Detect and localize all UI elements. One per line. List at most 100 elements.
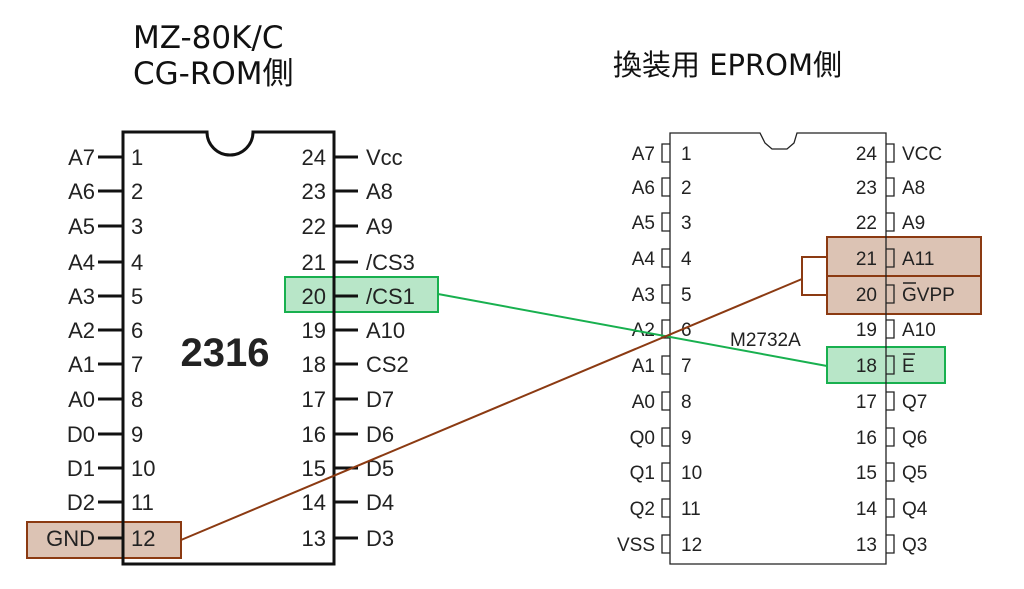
right-chip-pin-number: 24 [856, 144, 878, 165]
right-chip-pin-number: 20 [856, 285, 877, 306]
right-chip-pin-label: A1 [632, 356, 655, 377]
right-chip-pin-label: A2 [632, 320, 655, 341]
left-chip-pin-label: A10 [366, 318, 405, 343]
right-chip-pin-number: 4 [681, 249, 692, 270]
right-chip-pin-number: 19 [856, 320, 877, 341]
right-chip-pin-number: 15 [856, 463, 877, 484]
right-chip-pin [661, 391, 670, 411]
left-chip-pin-number: 3 [131, 214, 143, 239]
left-chip-pin-label: D4 [366, 490, 394, 515]
left-chip-pin-number: 7 [131, 352, 143, 377]
left-chip-pin-number: 11 [131, 490, 154, 515]
left-chip-pin-label: D2 [67, 490, 95, 515]
left-chip-pin-label: A3 [68, 284, 95, 309]
right-chip-pin-label: Q1 [630, 463, 655, 484]
left-chip-pin-number: 24 [302, 145, 326, 170]
left-chip-pin-number: 10 [131, 456, 155, 481]
right-chip-pin-number: 12 [681, 535, 702, 556]
right-chip-pin [886, 177, 895, 197]
a11-gvpp-tie [801, 256, 827, 296]
right-chip-pin [886, 284, 895, 304]
right-chip-pin-label: Q3 [902, 535, 927, 556]
left-chip-pin-number: 23 [302, 179, 326, 204]
right-chip-pin [661, 284, 670, 304]
left-chip-pin-label: GND [46, 526, 95, 551]
right-chip-pin [886, 212, 895, 232]
left-chip-pin-number: 18 [302, 352, 326, 377]
right-chip-pin [661, 427, 670, 447]
right-chip-pin-number: 10 [681, 463, 702, 484]
right-chip-pin [661, 248, 670, 268]
left-chip-pin-number: 14 [302, 490, 326, 515]
right-chip-pin [661, 462, 670, 482]
right-chip-body [669, 132, 887, 565]
right-chip-pin-label: A3 [632, 285, 655, 306]
right-chip-pin-label: A5 [632, 213, 655, 234]
right-chip-pin [661, 355, 670, 375]
left-chip-pin-number: 12 [131, 526, 155, 551]
right-chip-pin [661, 319, 670, 339]
right-chip-pin-number: 16 [856, 428, 877, 449]
right-chip-pin-label: Q5 [902, 463, 927, 484]
right-chip-pin-label: A4 [632, 249, 656, 270]
right-chip-pin-number: 9 [681, 428, 692, 449]
right-chip-pin-label: VSS [617, 535, 655, 556]
right-chip-pin-label: Q4 [902, 499, 928, 520]
right-chip-pin-number: 1 [681, 144, 692, 165]
left-chip-pin-label: Vcc [366, 145, 403, 170]
right-chip-pin [886, 498, 895, 518]
right-chip-pin [886, 391, 895, 411]
left-chip-pin-label: A7 [68, 145, 95, 170]
right-chip-pin [886, 319, 895, 339]
right-chip-pin [886, 355, 895, 375]
left-chip-pin-number: 6 [131, 318, 143, 343]
right-chip-pin-number: 14 [856, 499, 878, 520]
right-chip-pin [661, 177, 670, 197]
left-title-line2: CG-ROM側 [133, 56, 294, 92]
right-chip-pin-number: 3 [681, 213, 692, 234]
right-chip-pin-number: 11 [681, 499, 701, 520]
right-chip-pin-number: 13 [856, 535, 877, 556]
right-chip-pin-label: A0 [632, 392, 655, 413]
right-chip-pin-label: A6 [632, 178, 655, 199]
left-chip-pin-label: /CS3 [366, 250, 415, 275]
left-chip-pin-label: A1 [68, 352, 95, 377]
right-chip-pin [886, 427, 895, 447]
left-chip-pin-number: 5 [131, 284, 143, 309]
left-chip-pin-number: 21 [302, 250, 326, 275]
left-chip-pin-label: A0 [68, 387, 95, 412]
right-chip-pin-number: 23 [856, 178, 877, 199]
right-title: 換装用 EPROM側 [613, 48, 843, 82]
right-chip-pin [661, 143, 670, 163]
left-chip-pin-label: A9 [366, 214, 393, 239]
right-chip-pin-number: 5 [681, 285, 692, 306]
left-chip-pin-number: 1 [131, 145, 143, 170]
right-chip-pin-label: E [902, 356, 915, 377]
left-chip-body [121, 130, 336, 566]
right-chip-pin-number: 7 [681, 356, 692, 377]
left-chip-pin-label: D6 [366, 422, 394, 447]
right-chip-pin [886, 462, 895, 482]
left-chip-pin-number: 13 [302, 526, 326, 551]
left-chip-name: 2316 [181, 331, 270, 375]
right-chip-pin-number: 22 [856, 213, 877, 234]
right-chip-pin-label: Q2 [630, 499, 655, 520]
left-chip-pin-number: 15 [302, 456, 326, 481]
left-chip-pin-number: 4 [131, 250, 143, 275]
right-chip-pin-label: VCC [902, 144, 942, 165]
right-chip-pin-label: GVPP [902, 285, 955, 306]
cs1-highlight [284, 276, 439, 313]
left-chip-pin-label: A4 [68, 250, 95, 275]
left-chip-pin-label: D7 [366, 387, 394, 412]
right-chip-pin [661, 212, 670, 232]
right-chip-pin-number: 21 [856, 249, 877, 270]
right-chip-pin-label: Q7 [902, 392, 927, 413]
right-chip-pin-number: 18 [856, 356, 877, 377]
left-chip-pin-label: D1 [67, 456, 95, 481]
left-chip-pin-label: A2 [68, 318, 95, 343]
cs1-to-e-wire [437, 293, 828, 367]
left-chip-pin-label: A5 [68, 214, 95, 239]
left-chip-pin-number: 8 [131, 387, 143, 412]
left-chip-pin-number: 17 [302, 387, 326, 412]
